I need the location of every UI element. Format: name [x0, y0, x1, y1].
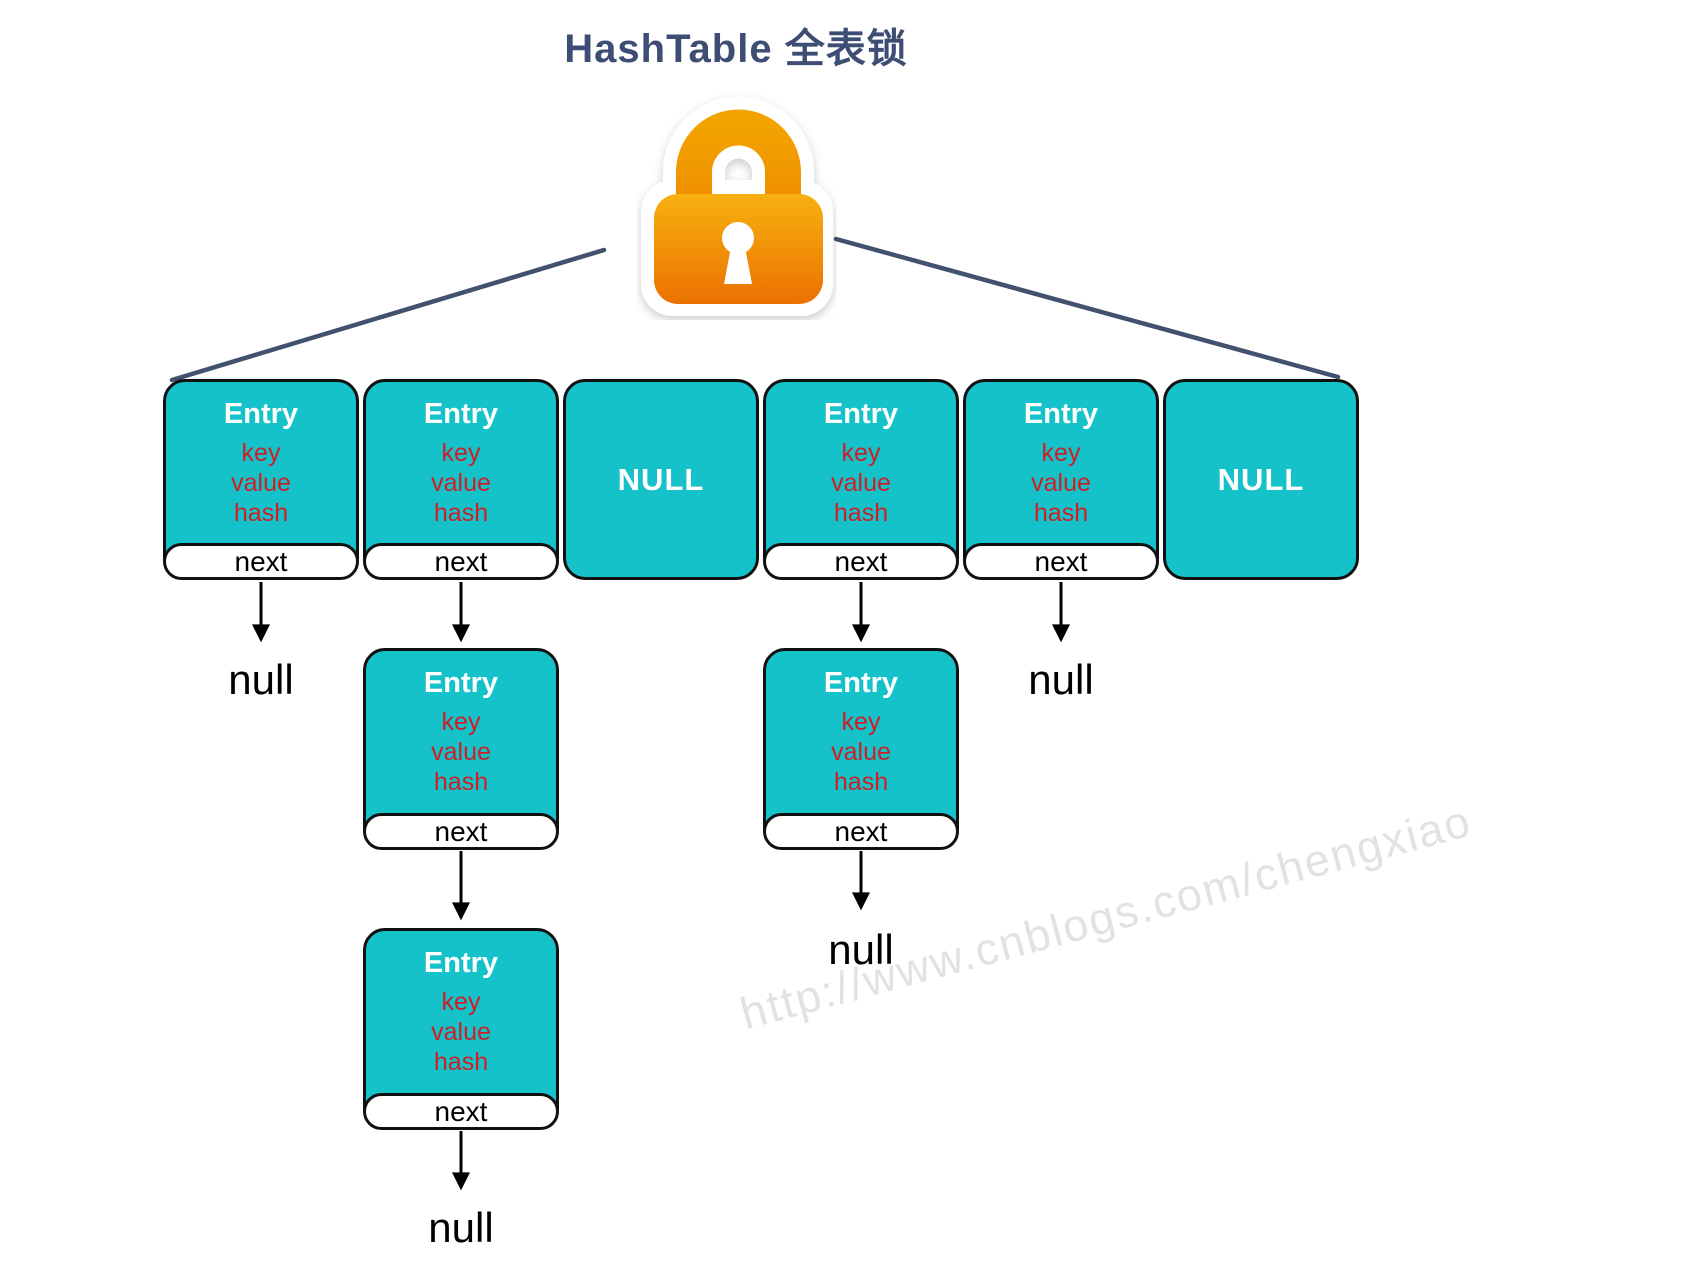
entry-title: Entry — [1023, 398, 1099, 430]
entry-field-hash: hash — [233, 499, 289, 527]
entry-fields: key value hash — [166, 438, 356, 528]
lock-keyhole — [722, 222, 754, 284]
bucket-1-null-terminator: null — [428, 1204, 494, 1251]
bucket-2-null: NULL — [563, 379, 759, 580]
entry-fields: key value hash — [766, 438, 956, 528]
entry-field-value: value — [231, 469, 291, 497]
entry-fields: key value hash — [366, 707, 556, 797]
next-pointer: next — [163, 543, 359, 580]
next-label: next — [434, 815, 488, 847]
page-title: HashTable 全表锁 — [564, 27, 908, 71]
entry-title: Entry — [823, 398, 899, 430]
bucket-4-entry: Entry key value hash next — [963, 379, 1159, 580]
next-pointer: next — [363, 543, 559, 580]
entry-field-key: key — [1041, 439, 1081, 467]
entry-title: Entry — [423, 947, 499, 979]
padlock-icon — [641, 96, 833, 316]
entry-field-value: value — [831, 738, 891, 766]
lock-to-table-right-line — [833, 236, 1341, 380]
entry-field-value: value — [831, 469, 891, 497]
entry-field-value: value — [431, 738, 491, 766]
bucket-3-chain-node-1: Entry key value hash next — [763, 648, 959, 850]
bucket-0-entry: Entry key value hash next — [163, 379, 359, 580]
entry-field-hash: hash — [1033, 499, 1089, 527]
next-label: next — [434, 545, 488, 577]
lock-shackle — [676, 109, 801, 210]
entry-field-hash: hash — [833, 499, 889, 527]
next-pointer: next — [363, 813, 559, 850]
lock-to-table-left-line — [169, 247, 607, 383]
entry-fields: key value hash — [366, 438, 556, 528]
entry-title: Entry — [423, 398, 499, 430]
next-pointer: next — [763, 813, 959, 850]
entry-field-value: value — [431, 469, 491, 497]
entry-fields: key value hash — [366, 987, 556, 1077]
null-bucket-label: NULL — [1217, 461, 1305, 497]
entry-fields: key value hash — [966, 438, 1156, 528]
next-pointer: next — [763, 543, 959, 580]
entry-field-key: key — [841, 439, 881, 467]
bucket-3-null-terminator: null — [828, 926, 894, 973]
entry-title: Entry — [823, 667, 899, 699]
next-pointer: next — [963, 543, 1159, 580]
entry-title: Entry — [423, 667, 499, 699]
entry-title: Entry — [223, 398, 299, 430]
entry-field-key: key — [241, 439, 281, 467]
entry-field-key: key — [841, 708, 881, 736]
entry-field-key: key — [441, 988, 481, 1016]
entry-field-key: key — [441, 439, 481, 467]
next-label: next — [834, 815, 888, 847]
entry-fields: key value hash — [766, 707, 956, 797]
bucket-1-entry: Entry key value hash next — [363, 379, 559, 580]
bucket-0-null-terminator: null — [228, 656, 294, 703]
bucket-4-null-terminator: null — [1028, 656, 1094, 703]
next-label: next — [234, 545, 288, 577]
next-label: next — [834, 545, 888, 577]
bucket-3-entry: Entry key value hash next — [763, 379, 959, 580]
entry-field-key: key — [441, 708, 481, 736]
next-label: next — [1034, 545, 1088, 577]
entry-field-hash: hash — [433, 499, 489, 527]
entry-field-hash: hash — [833, 768, 889, 796]
bucket-1-chain-node-1: Entry key value hash next — [363, 648, 559, 850]
next-pointer: next — [363, 1093, 559, 1130]
bucket-1-chain-node-2: Entry key value hash next — [363, 928, 559, 1130]
entry-field-value: value — [1031, 469, 1091, 497]
bucket-5-null: NULL — [1163, 379, 1359, 580]
null-bucket-label: NULL — [617, 461, 705, 497]
entry-field-hash: hash — [433, 1048, 489, 1076]
entry-field-value: value — [431, 1018, 491, 1046]
next-label: next — [434, 1095, 488, 1127]
entry-field-hash: hash — [433, 768, 489, 796]
